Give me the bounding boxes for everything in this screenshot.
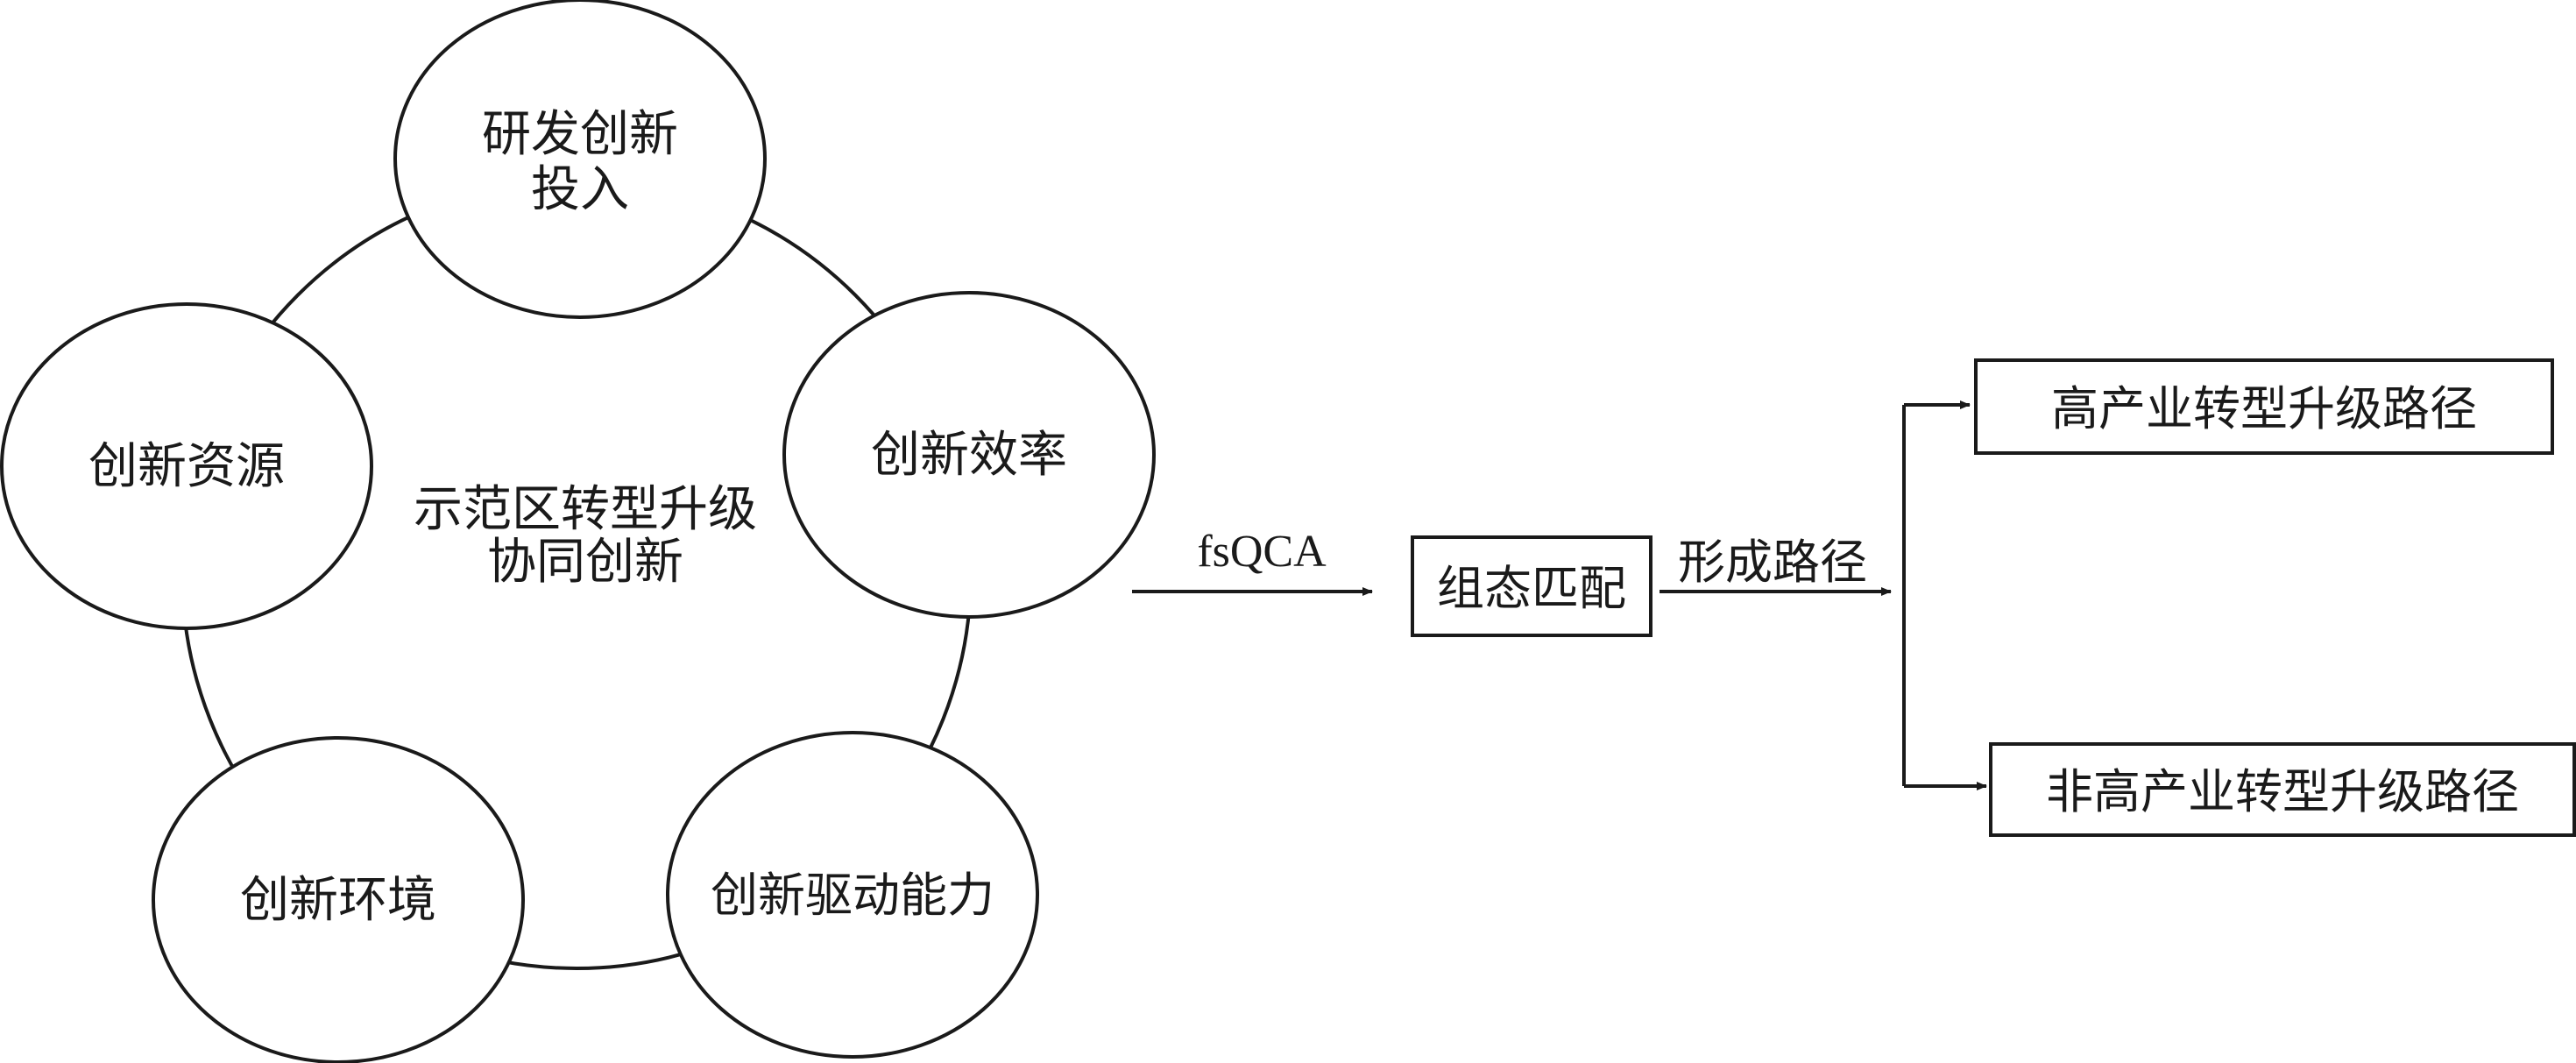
- node-innovation-environment-label: 创新环境: [240, 872, 436, 929]
- node-innovation-driving-capacity: 创新驱动能力: [666, 731, 1039, 1059]
- node-innovation-resources: 创新资源: [0, 302, 373, 630]
- config-matching-box: 组态匹配: [1411, 535, 1652, 637]
- node-innovation-environment: 创新环境: [152, 736, 525, 1063]
- outcome-high-box: 高产业转型升级路径: [1974, 358, 2554, 455]
- outcome-high-label: 高产业转型升级路径: [2051, 381, 2477, 436]
- outcome-non-high-label: 非高产业转型升级路径: [2046, 764, 2519, 819]
- node-innovation-efficiency-label: 创新效率: [871, 427, 1067, 484]
- center-title-line1: 示范区转型升级: [414, 481, 757, 538]
- path-label: 形成路径: [1678, 535, 1867, 590]
- config-matching-label: 组态匹配: [1437, 561, 1626, 616]
- node-innovation-efficiency: 创新效率: [782, 291, 1156, 619]
- outcome-non-high-box: 非高产业转型升级路径: [1989, 742, 2576, 837]
- node-rd-investment-line2: 投入: [531, 161, 629, 218]
- center-title-line2: 协同创新: [487, 534, 683, 591]
- node-rd-investment: 研发创新 投入: [393, 0, 767, 319]
- node-rd-investment-line1: 研发创新: [482, 106, 678, 163]
- method-label: fsQCA: [1197, 527, 1327, 577]
- node-innovation-driving-capacity-label: 创新驱动能力: [711, 868, 994, 923]
- node-innovation-resources-label: 创新资源: [88, 438, 285, 495]
